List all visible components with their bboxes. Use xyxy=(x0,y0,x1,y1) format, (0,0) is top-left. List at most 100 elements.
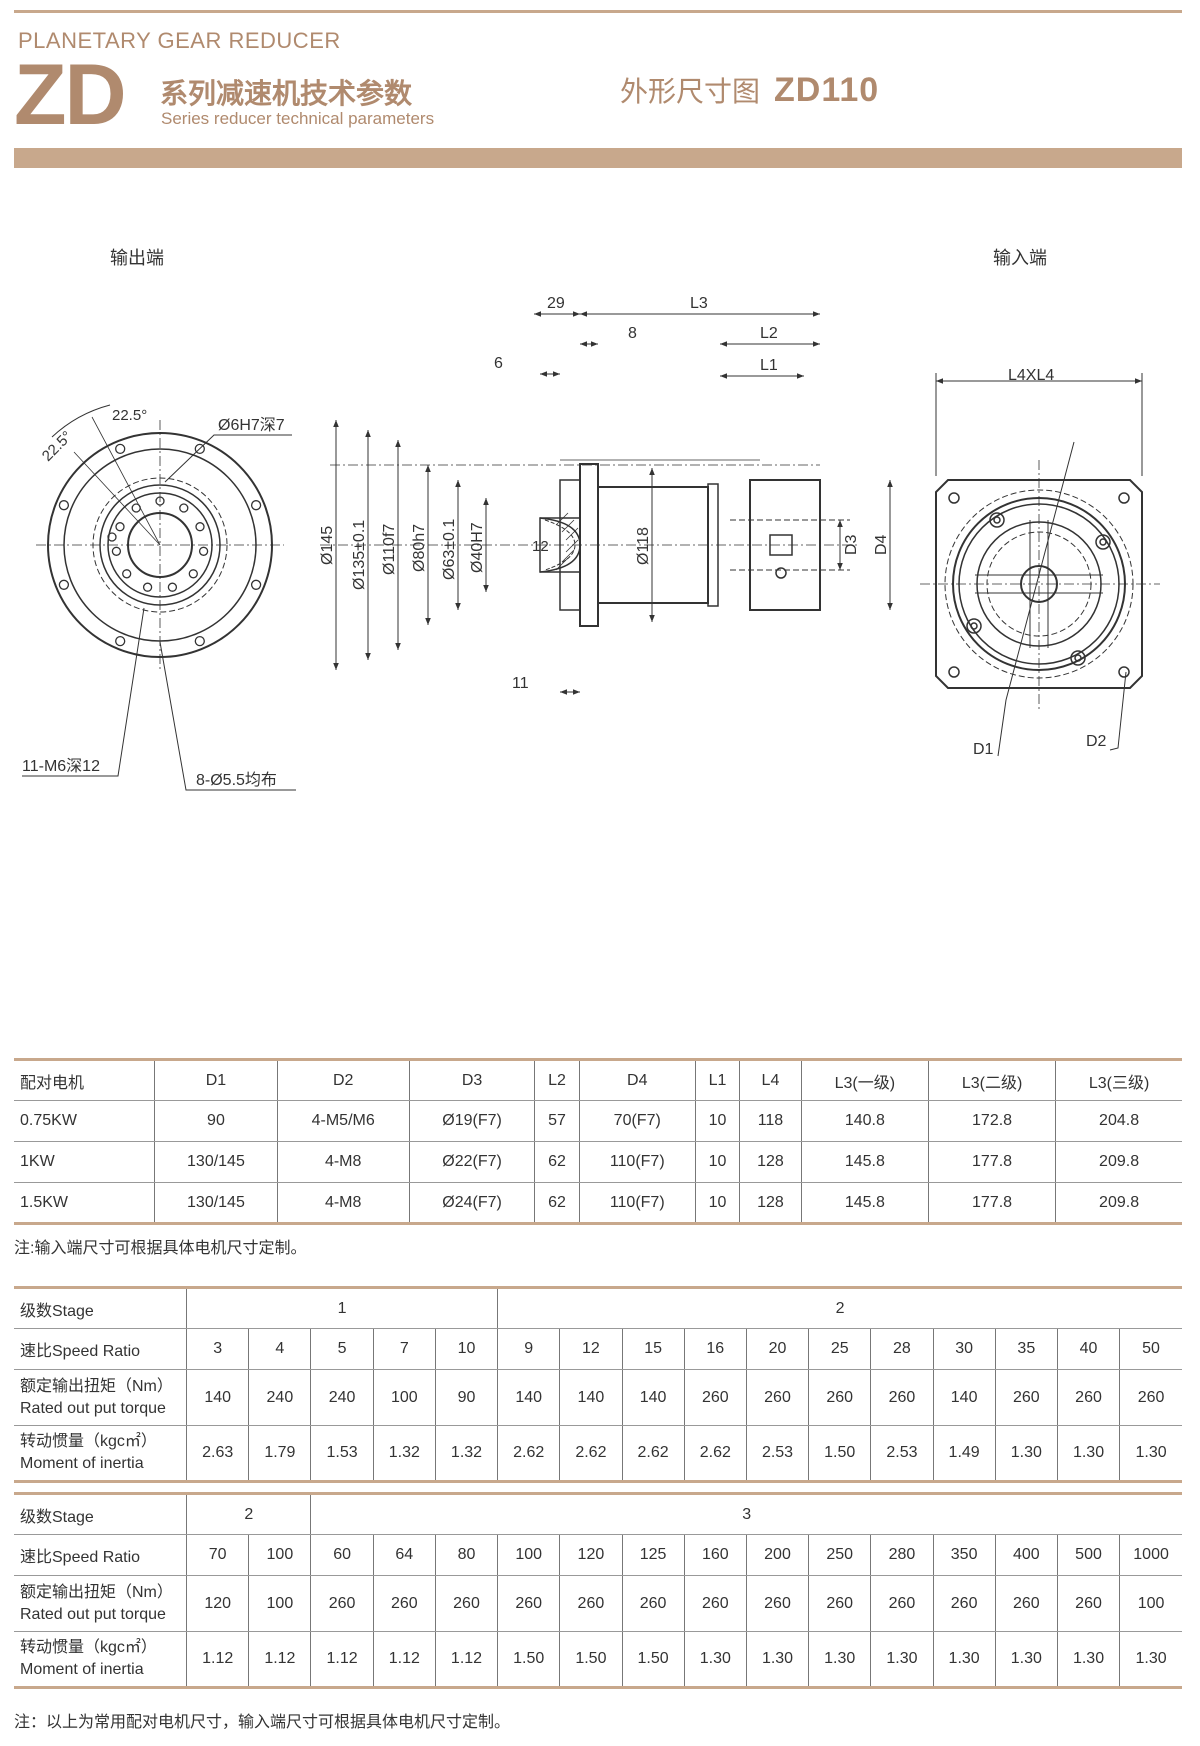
output-end-view xyxy=(36,416,284,670)
table-cell: 100 xyxy=(372,1369,436,1426)
table-cell: 4-M8 xyxy=(276,1182,410,1224)
table-cell: 1.30 xyxy=(994,1425,1058,1482)
table-cell: Ø19(F7) xyxy=(408,1100,535,1142)
table-cell: 1.30 xyxy=(1119,1631,1182,1688)
table-cell: 172.8 xyxy=(927,1100,1056,1142)
torque-label-en: Rated out put torque xyxy=(20,1605,166,1623)
table-cell: 260 xyxy=(497,1575,560,1632)
table-cell: 1.50 xyxy=(497,1631,560,1688)
table-cell: 2.62 xyxy=(497,1425,560,1482)
table-cell: 1.5KW xyxy=(20,1193,69,1211)
table-cell: 40 xyxy=(1056,1328,1120,1370)
hole-dim-label: Ø6H7深7 xyxy=(218,416,285,434)
table-cell: 260 xyxy=(683,1575,747,1632)
table-cell: 100 xyxy=(248,1534,311,1576)
thread-hole xyxy=(111,546,122,556)
torque-label-cn: 额定输出扭矩（Nm） xyxy=(20,1583,173,1601)
input-dim-lines xyxy=(935,373,1143,757)
table-cell: 145.8 xyxy=(800,1182,929,1224)
table-cell: 177.8 xyxy=(927,1141,1056,1183)
table-cell: 209.8 xyxy=(1055,1141,1182,1183)
mount-hole xyxy=(58,579,70,590)
header-cell: L2 xyxy=(534,1059,580,1101)
mount-hole xyxy=(250,500,262,511)
table-cell: 1.30 xyxy=(808,1631,871,1688)
dim-40: Ø40H7 xyxy=(469,522,486,573)
table-cell: 140 xyxy=(621,1369,685,1426)
table-cell: 1.30 xyxy=(932,1631,996,1688)
table-cell: 1.79 xyxy=(248,1425,311,1482)
thread-hole xyxy=(195,522,205,532)
table-cell: 1.12 xyxy=(248,1631,311,1688)
thread-hole xyxy=(198,546,209,556)
table-cell: 260 xyxy=(994,1369,1058,1426)
table-cell: 70(F7) xyxy=(578,1100,696,1142)
header-cell: L3(三级) xyxy=(1055,1059,1182,1101)
header-cell: L4 xyxy=(739,1059,802,1101)
table-cell: 128 xyxy=(739,1182,802,1224)
inertia-label: 转动惯量（kgc㎡）Moment of inertia xyxy=(14,1426,187,1482)
table-cell: 250 xyxy=(808,1534,871,1576)
table-cell: 10 xyxy=(694,1141,740,1183)
table-cell: 2.53 xyxy=(870,1425,934,1482)
table-cell: 110(F7) xyxy=(578,1182,696,1224)
table-cell: 260 xyxy=(870,1369,934,1426)
table-cell: 200 xyxy=(745,1534,809,1576)
dim-135: Ø135±0.1 xyxy=(351,520,368,590)
table-cell: 1.50 xyxy=(559,1631,622,1688)
mount-hole xyxy=(194,443,205,455)
pin-hole xyxy=(107,532,117,542)
table-cell: 1.30 xyxy=(1056,1631,1120,1688)
table-cell: 260 xyxy=(745,1369,809,1426)
table-cell: 177.8 xyxy=(927,1182,1056,1224)
table-cell: 100 xyxy=(497,1534,560,1576)
table-cell: 130/145 xyxy=(154,1182,277,1224)
table-cell: 0.75KW xyxy=(14,1100,155,1142)
footer-note: 注：以上为常用配对电机尺寸，输入端尺寸可根据具体电机尺寸定制。 xyxy=(14,1714,511,1731)
thread-leader xyxy=(22,607,145,777)
table-cell: 2.62 xyxy=(621,1425,685,1482)
output-end-label: 输出端 xyxy=(110,248,164,268)
table-cell: 128 xyxy=(739,1141,802,1183)
table-cell: 145.8 xyxy=(800,1141,929,1183)
table-cell: 260 xyxy=(434,1575,498,1632)
dim-L4xL4: L4XL4 xyxy=(1008,367,1054,384)
side-view xyxy=(320,459,860,627)
drawing-model: ZD110 xyxy=(774,71,880,109)
output-end-holes xyxy=(58,443,262,647)
table-cell: 2.62 xyxy=(559,1425,622,1482)
table-cell: 1.12 xyxy=(310,1631,374,1688)
series-title-cn: 系列减速机技术参数 xyxy=(160,78,413,109)
series-title-en: Series reducer technical parameters xyxy=(161,109,435,128)
table-cell: Ø22(F7) xyxy=(408,1141,535,1183)
table-cell: 1.49 xyxy=(932,1425,996,1482)
header-cell: D1 xyxy=(154,1059,277,1101)
table-cell: 260 xyxy=(621,1575,685,1632)
table-cell: 62 xyxy=(534,1141,580,1183)
mount-hole xyxy=(58,500,70,511)
table-cell: 1000 xyxy=(1119,1534,1182,1576)
dim-118: Ø118 xyxy=(635,527,652,565)
table-cell: 57 xyxy=(534,1100,580,1142)
table-cell: 400 xyxy=(994,1534,1058,1576)
inertia-label: 转动惯量（kgc㎡）Moment of inertia xyxy=(14,1632,187,1688)
mount-hole xyxy=(115,635,126,647)
dim-110: Ø110f7 xyxy=(381,524,398,575)
thread-hole xyxy=(179,503,189,513)
ratio-label: 速比Speed Ratio xyxy=(14,1328,187,1370)
inertia-label-en: Moment of inertia xyxy=(20,1661,144,1678)
thread-dim-label: 11-M6深12 xyxy=(22,757,100,775)
dim-D2: D2 xyxy=(1086,733,1107,750)
table-cell: 260 xyxy=(808,1369,871,1426)
table-cell: 110(F7) xyxy=(578,1141,696,1183)
table-cell: 260 xyxy=(372,1575,436,1632)
dim-D4: D4 xyxy=(873,534,890,555)
table-cell: 2.53 xyxy=(745,1425,809,1482)
table-cell: 1.30 xyxy=(745,1631,809,1688)
side-view-hatch xyxy=(555,512,579,571)
